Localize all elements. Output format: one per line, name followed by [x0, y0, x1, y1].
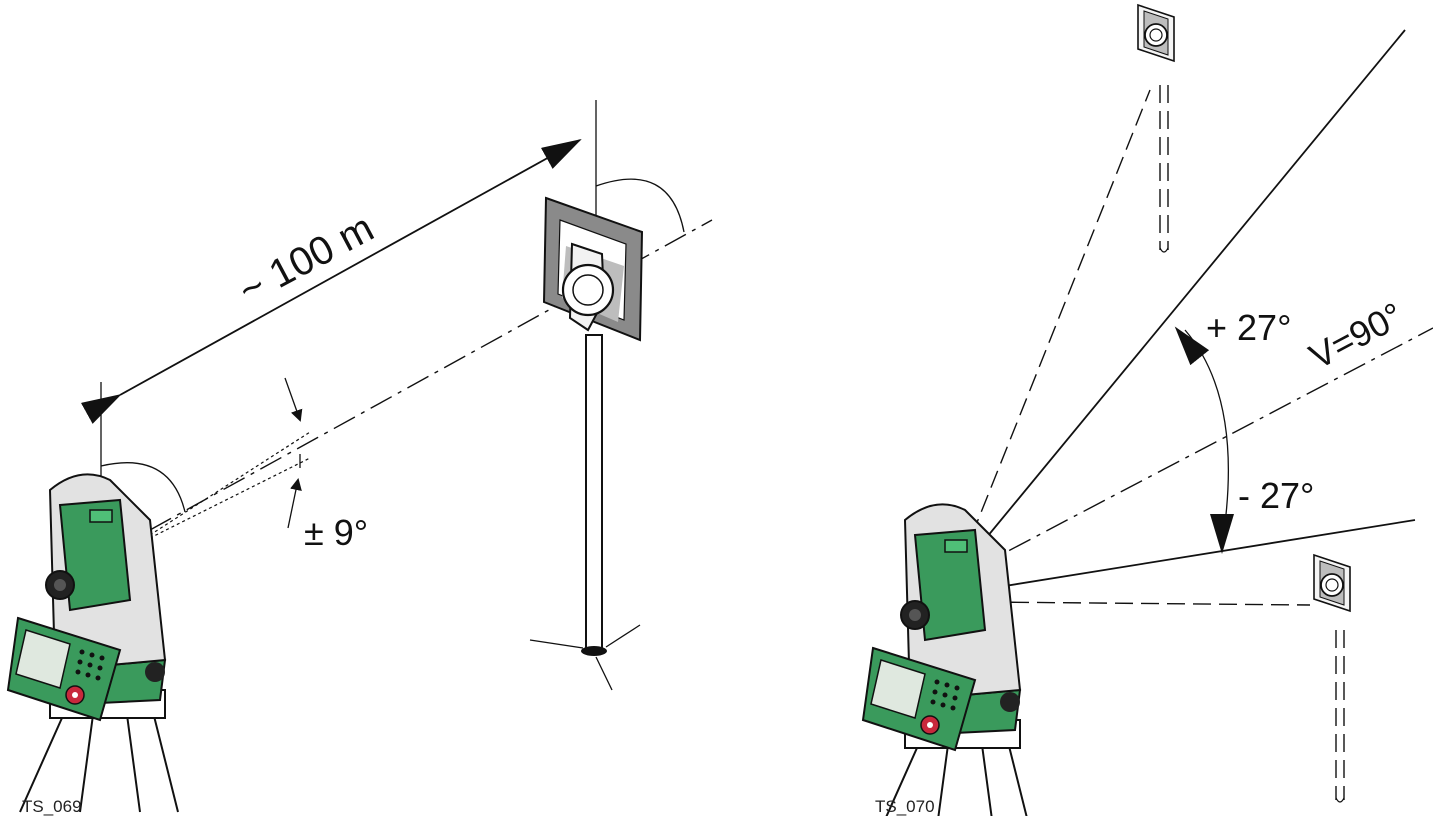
- vertical-angle-label: V=90°: [1303, 294, 1410, 377]
- total-station-right: [862, 503, 1034, 816]
- pole-upper: [1159, 85, 1169, 253]
- range-arc: [1184, 329, 1229, 546]
- lower-limit-line: [979, 519, 1416, 591]
- total-station-left: [7, 473, 179, 813]
- line-of-sight: [149, 219, 713, 531]
- horizontal-line-v90: [971, 327, 1433, 571]
- reflector-pole: [529, 334, 641, 691]
- left-figure: ~ 100 m ± 9° TS_069: [7, 100, 713, 816]
- plus-angle-label: + 27°: [1206, 307, 1291, 348]
- figure-id-left: TS_069: [22, 797, 82, 816]
- reflector-target: [542, 196, 644, 342]
- distance-label: ~ 100 m: [232, 206, 381, 313]
- right-figure: + 27° - 27° V=90° TS_070: [862, 4, 1433, 816]
- tilt-arrow-lower: [287, 478, 302, 529]
- tilt-label: ± 9°: [304, 512, 368, 553]
- figure-id-right: TS_070: [875, 797, 935, 816]
- target-angle-arc: [595, 178, 685, 233]
- tilt-arrow-upper: [284, 377, 303, 422]
- tilt-line-upper: [149, 431, 311, 536]
- tilt-line-lower: [149, 457, 311, 539]
- plus-angle-arrow: [1174, 326, 1210, 366]
- reflector-upper: [1137, 4, 1175, 62]
- pole-lower: [1335, 630, 1345, 803]
- upper-limit-line: [967, 29, 1406, 561]
- distance-arrow: [80, 139, 582, 424]
- instrument-angle-arc: [100, 462, 186, 513]
- reflector-lower: [1313, 554, 1351, 612]
- sight-line-upper-target: [961, 89, 1151, 561]
- minus-angle-label: - 27°: [1238, 475, 1314, 516]
- sight-line-lower-target: [984, 601, 1311, 606]
